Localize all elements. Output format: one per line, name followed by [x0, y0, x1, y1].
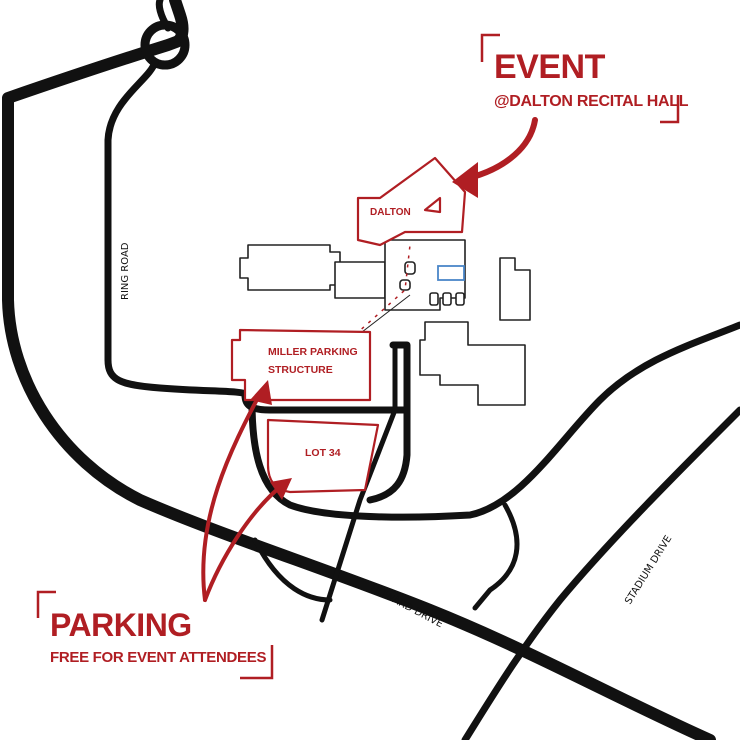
- east-lot-road: [366, 341, 411, 504]
- plaza-kiosk-4: [442, 292, 452, 306]
- parking-callout: PARKING FREE FOR EVENT ATTENDEES: [36, 590, 274, 680]
- parking-arrow-miller-head: [250, 380, 272, 405]
- parking-title: PARKING: [50, 607, 192, 643]
- lot34-label: LOT 34: [305, 447, 341, 459]
- parking-arrow-lot34: [203, 481, 287, 602]
- parking-arrow-miller: [201, 388, 264, 602]
- event-bracket-top: [480, 33, 500, 62]
- event-callout: EVENT @DALTON RECITAL HALL: [480, 33, 689, 124]
- parking-arrow-lot34-head: [270, 478, 292, 500]
- event-title: EVENT: [494, 48, 606, 86]
- main-highway: [2, 0, 716, 740]
- building-west: [239, 244, 341, 291]
- miller-label-line1: MILLER PARKING: [268, 346, 358, 358]
- walkway-edge: [361, 294, 411, 333]
- fountain-pool: [437, 265, 465, 281]
- plaza-kiosk-5: [455, 292, 465, 306]
- dalton-hall-marker: [423, 196, 442, 214]
- plaza-kiosk-1: [404, 261, 416, 275]
- parking-bracket-top: [36, 590, 56, 618]
- parking-bracket-bottom: [240, 645, 274, 680]
- north-south-road: [319, 342, 398, 623]
- event-bracket-bottom: [660, 95, 680, 124]
- miller-label-line2: STRUCTURE: [268, 364, 333, 376]
- ring-road-line: [104, 58, 254, 399]
- plaza-kiosk-3: [429, 292, 439, 306]
- howard-drive-line: [252, 537, 333, 603]
- dalton-label: DALTON: [370, 207, 411, 218]
- stadium-drive-line: [461, 406, 740, 740]
- dalton-building[interactable]: [356, 156, 467, 247]
- building-southeast: [419, 321, 526, 406]
- dalton-outline: [356, 156, 467, 247]
- stadium-drive-label: STADIUM DRIVE: [623, 534, 674, 607]
- lot34-loop-road: [248, 321, 740, 521]
- parking-subtitle: FREE FOR EVENT ATTENDEES: [50, 649, 266, 666]
- event-subtitle: @DALTON RECITAL HALL: [494, 93, 689, 110]
- route-arrows: [201, 117, 538, 602]
- roundabout-stub: [155, 0, 172, 32]
- building-east: [499, 257, 531, 321]
- event-arrowhead: [452, 162, 478, 198]
- building-center: [334, 261, 386, 299]
- south-loop-road: [472, 502, 520, 611]
- ring-road-label: RING ROAD: [120, 242, 131, 300]
- campus-buildings: [239, 239, 531, 406]
